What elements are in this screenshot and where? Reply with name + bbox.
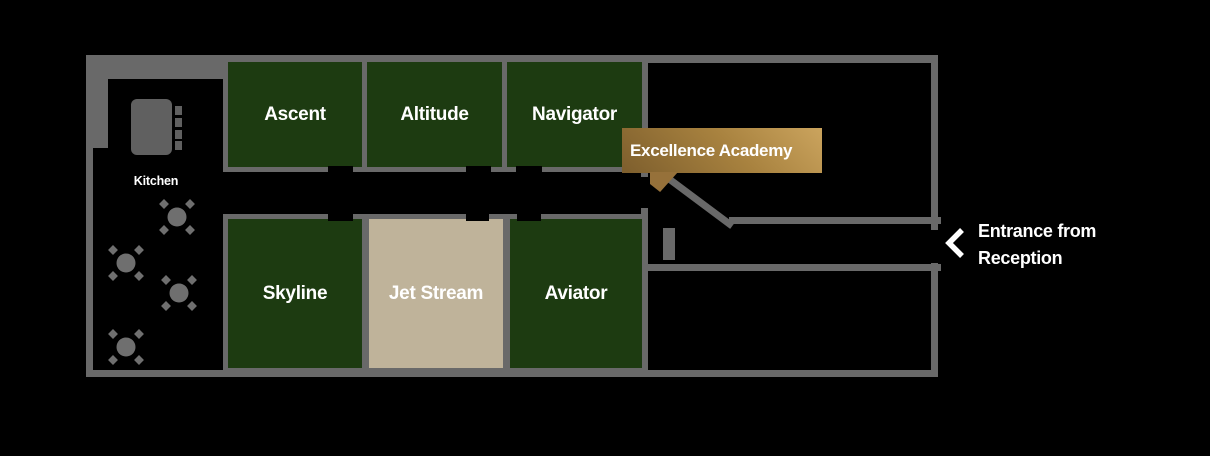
room-altitude-label: Altitude	[400, 103, 469, 125]
kitchen-label: Kitchen	[133, 174, 179, 188]
door-gap	[516, 166, 542, 174]
kitchen-counter-knob-icon	[175, 106, 182, 115]
room-skyline[interactable]: Skyline	[223, 214, 367, 373]
door-gap	[517, 213, 541, 221]
dining-table-icon	[108, 245, 144, 281]
dining-table-icon	[161, 275, 197, 311]
room-aviator-label: Aviator	[544, 282, 608, 304]
door-marker	[663, 228, 675, 260]
wall-corner-block-vertical	[86, 55, 108, 148]
kitchen-counter-knob-icon	[175, 118, 182, 127]
entrance-label-line2: Reception	[978, 248, 1063, 268]
room-navigator-label: Navigator	[532, 103, 617, 125]
room-ascent-label: Ascent	[264, 103, 326, 125]
room-aviator[interactable]: Aviator	[505, 214, 647, 373]
kitchen-counter-knob-icon	[175, 141, 182, 150]
entrance-label-line1: Entrance from	[978, 221, 1097, 241]
wall-outer-bottom	[86, 370, 938, 377]
wall-bigroom-bottom	[729, 217, 941, 224]
wall-outer-right-upper	[931, 55, 938, 230]
entrance-label: Entrance from Reception	[978, 218, 1148, 272]
door-gap	[328, 166, 353, 174]
wall-lower-right-room-top	[641, 264, 941, 271]
dining-table-icon	[108, 329, 144, 365]
room-unlabeled-lower-right	[648, 271, 931, 370]
room-ascent[interactable]: Ascent	[223, 57, 367, 172]
door-gap	[466, 213, 489, 221]
wall-outer-left	[86, 55, 93, 377]
tooltip-excellence-academy: Excellence Academy	[622, 128, 822, 173]
dining-table-icon	[159, 199, 195, 235]
kitchen-counter-knob-icon	[175, 130, 182, 139]
door-gap	[466, 166, 491, 174]
kitchen-counter-icon	[131, 99, 172, 155]
room-jet-stream[interactable]: Jet Stream	[364, 214, 508, 373]
tooltip-label: Excellence Academy	[630, 141, 793, 160]
wall-corner-block-horizontal	[86, 55, 226, 79]
room-jet-stream-label: Jet Stream	[388, 282, 484, 304]
room-altitude[interactable]: Altitude	[362, 57, 507, 172]
wall-outer-right-lower	[931, 263, 938, 377]
room-skyline-label: Skyline	[262, 282, 328, 304]
chevron-left-icon	[945, 228, 964, 258]
door-gap	[328, 213, 353, 221]
